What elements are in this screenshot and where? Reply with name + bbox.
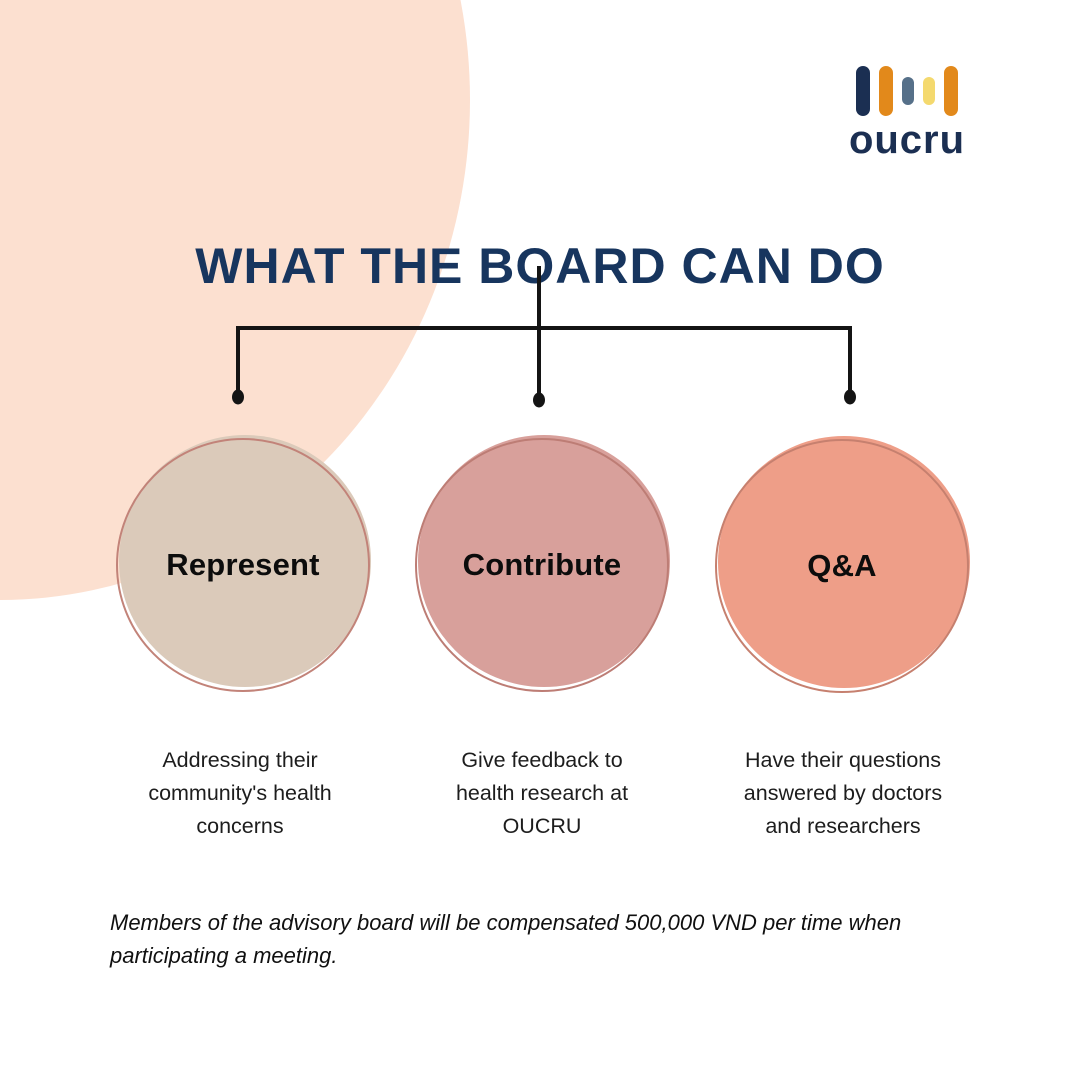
oucru-logo-icon [846, 66, 968, 116]
branch-description-contribute: Give feedback to health research at OUCR… [405, 744, 679, 843]
description-line: OUCRU [502, 814, 582, 838]
logo-bar-navy [856, 66, 870, 116]
description-line: health research at [455, 781, 629, 805]
footer-note-line: Members of the advisory board will be co… [110, 910, 902, 935]
branch-circle-qa: Q&A [715, 436, 970, 693]
circle-ring [715, 439, 969, 693]
description-line: community's health [148, 781, 332, 805]
branch-description-qa: Have their questions answered by doctors… [698, 744, 988, 843]
oucru-logo-text: oucru [848, 118, 966, 162]
description-line: concerns [196, 814, 284, 838]
description-line: answered by doctors [743, 781, 943, 805]
footer-note-line: participating a meeting. [110, 943, 338, 968]
branch-circle-represent: Represent [116, 435, 371, 692]
branch-circle-contribute: Contribute [415, 435, 670, 692]
footer-note: Members of the advisory board will be co… [110, 906, 1000, 972]
logo-bar-slate [902, 77, 914, 105]
branch-label-contribute: Contribute [462, 547, 622, 582]
circle-ring [415, 438, 669, 692]
description-line: Give feedback to [461, 748, 623, 772]
page-title: WHAT THE BOARD CAN DO [195, 237, 885, 294]
description-line: and researchers [765, 814, 921, 838]
branch-description-represent: Addressing their community's health conc… [100, 744, 380, 843]
oucru-logo: oucru [846, 66, 968, 160]
branch-label-represent: Represent [166, 547, 320, 582]
logo-bar-orange-2 [944, 66, 958, 116]
logo-bar-orange [879, 66, 893, 116]
circle-ring [116, 438, 370, 692]
description-line: Addressing their [162, 748, 318, 772]
branch-label-qa: Q&A [807, 548, 877, 583]
logo-bar-yellow [923, 77, 935, 105]
description-line: Have their questions [745, 748, 941, 772]
